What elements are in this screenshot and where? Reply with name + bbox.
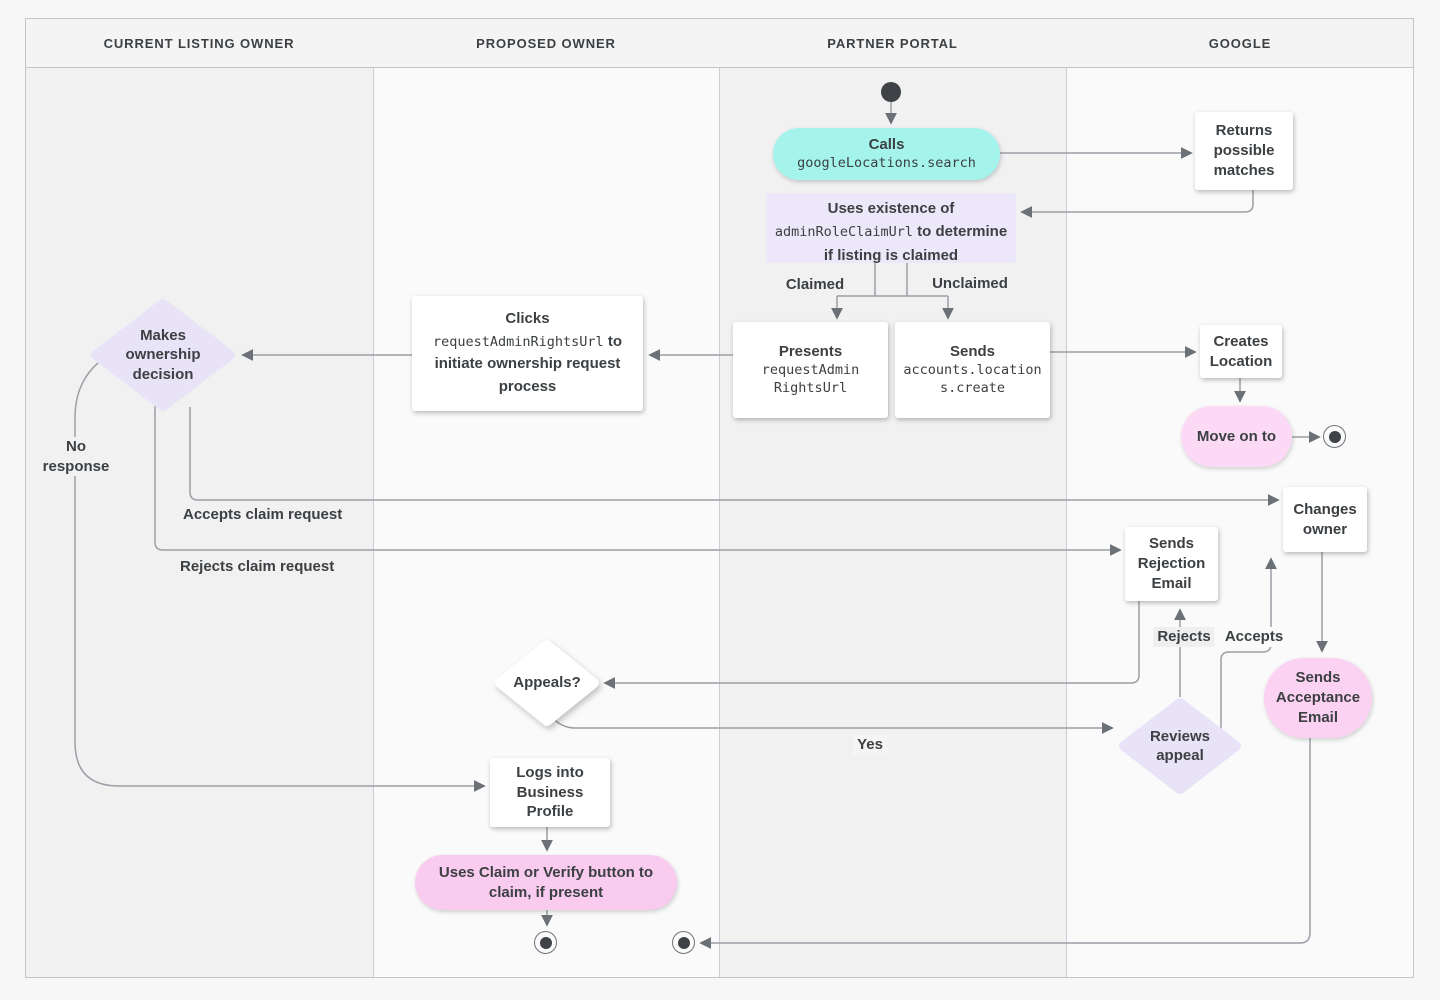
end-node-dot <box>677 936 690 949</box>
node-clicks-request-admin-rights-url: Clicks requestAdminRightsUrl to initiate… <box>412 296 643 411</box>
edge-label-claimed: Claimed <box>781 275 849 295</box>
diamond-shape <box>495 640 599 726</box>
edge-label-accepts-claim-request: Accepts claim request <box>179 505 347 525</box>
decision-makes-ownership: Makes ownership decision <box>90 298 236 412</box>
node-label: Presents <box>778 343 843 361</box>
decision-appeals: Appeals? <box>494 639 600 727</box>
node-label: Sends <box>949 343 995 361</box>
node-creates-location: Creates Location <box>1200 325 1282 378</box>
node-uses-claim-or-verify: Uses Claim or Verify button to claim, if… <box>415 855 677 910</box>
lane-divider <box>719 18 720 978</box>
lane-header-partner-portal: PARTNER PORTAL <box>827 35 958 51</box>
end-node-claim <box>534 931 557 954</box>
lane-divider <box>1066 18 1067 978</box>
lane-proposed-owner <box>373 68 719 978</box>
node-label: Returns possible matches <box>1213 122 1275 179</box>
node-label: Sends Rejection Email <box>1137 535 1206 592</box>
node-label: Sends Acceptance Email <box>1275 669 1361 726</box>
node-label: Makes ownership decision <box>125 326 201 383</box>
node-label: Creates Location <box>1209 332 1273 370</box>
node-sends-rejection-email: Sends Rejection Email <box>1125 527 1218 601</box>
node-code: requestAdminRightsUrl <box>761 362 860 396</box>
edge-label-rejects: Rejects <box>1153 627 1215 647</box>
node-uses-existence: Uses existence of adminRoleClaimUrl to d… <box>766 193 1016 264</box>
start-node <box>881 82 901 102</box>
node-label: Calls <box>868 136 905 154</box>
node-label: Reviews appeal <box>1149 727 1211 765</box>
decision-reviews-appeal: Reviews appeal <box>1118 697 1242 795</box>
node-sends-accounts-locations-create: Sends accounts.locations.create <box>895 322 1050 418</box>
end-node-acceptance <box>672 931 695 954</box>
node-label: Uses Claim or Verify button to claim, if… <box>438 863 654 901</box>
node-text: Clicks <box>505 310 550 327</box>
node-label: Move on to <box>1196 427 1277 445</box>
node-logs-into-business-profile: Logs into Business Profile <box>490 758 610 827</box>
end-node-dot <box>539 936 552 949</box>
node-code: adminRoleClaimUrl <box>774 224 913 241</box>
edge-label-rejects-claim-request: Rejects claim request <box>176 557 339 577</box>
end-node-create <box>1323 425 1346 448</box>
edge-label-accepts: Accepts <box>1220 627 1288 647</box>
lane-header-google: GOOGLE <box>1208 35 1272 51</box>
node-code: requestAdminRightsUrl <box>432 333 604 350</box>
lane-header-proposed-owner: PROPOSED OWNER <box>476 35 616 51</box>
node-label: Appeals? <box>513 674 581 692</box>
node-sends-acceptance-email: Sends Acceptance Email <box>1264 658 1372 738</box>
node-code: googleLocations.search <box>797 154 976 171</box>
lane-divider <box>373 18 374 978</box>
node-code: accounts.locations.create <box>903 362 1042 396</box>
node-calls-google-locations-search: Calls googleLocations.search <box>773 128 1000 180</box>
node-presents-request-admin-rights-url: Presents requestAdminRightsUrl <box>733 322 888 418</box>
node-text: Uses existence of <box>827 200 955 217</box>
node-changes-owner: Changes owner <box>1283 487 1367 552</box>
node-label: Changes owner <box>1293 500 1357 538</box>
node-returns-possible-matches: Returns possible matches <box>1195 112 1293 190</box>
lane-header-current-listing-owner: CURRENT LISTING OWNER <box>103 35 295 51</box>
edge-label-yes: Yes <box>853 735 887 755</box>
node-text: to determine if listing is claimed <box>823 223 1008 264</box>
lane-header-row <box>25 18 1414 68</box>
node-label: Logs into Business Profile <box>516 763 584 821</box>
node-move-on-to: Move on to <box>1181 406 1292 467</box>
edge-label-unclaimed: Unclaimed <box>928 274 1012 294</box>
edge-label-no-response: No response <box>30 437 122 476</box>
end-node-dot <box>1328 430 1341 443</box>
